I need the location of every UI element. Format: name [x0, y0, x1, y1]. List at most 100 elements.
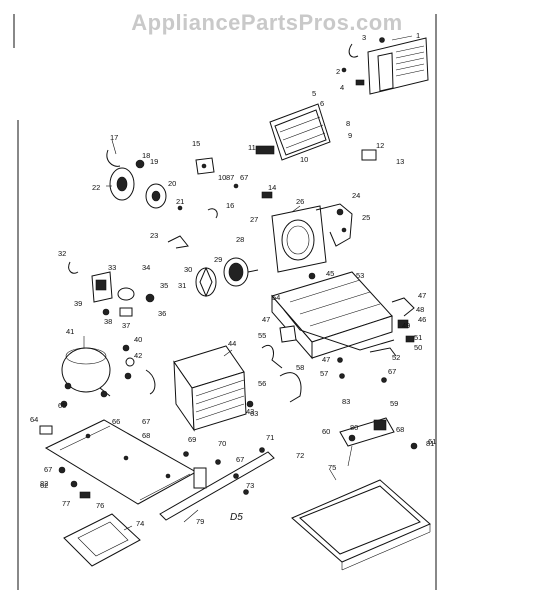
callout-30: 30 — [184, 265, 192, 274]
callout-52: 52 — [392, 353, 400, 362]
callout-18: 18 — [142, 151, 150, 160]
callout-67b: 67 — [240, 173, 248, 182]
callout-77: 77 — [62, 499, 70, 508]
callout-57: 57 — [320, 369, 328, 378]
callout-6: 6 — [320, 99, 324, 108]
callout-81: 81 — [426, 439, 434, 448]
bracket-15-part — [195, 157, 215, 175]
callout-20: 20 — [168, 179, 176, 188]
callout-44: 44 — [228, 339, 236, 348]
callout-66: 66 — [112, 417, 120, 426]
leader-lines — [83, 35, 413, 531]
callout-70: 70 — [218, 439, 226, 448]
callout-34: 34 — [142, 263, 150, 272]
callout-36: 36 — [158, 309, 166, 318]
callout-13: 13 — [396, 157, 404, 166]
callout-80: 80 — [350, 423, 358, 432]
callout-74: 74 — [136, 519, 144, 528]
callout-19: 19 — [150, 157, 158, 166]
callout-56: 56 — [258, 379, 266, 388]
clips-part — [167, 149, 377, 249]
callout-69: 69 — [188, 435, 196, 444]
callout-43: 43 — [246, 407, 254, 416]
start-relay-part — [68, 261, 155, 317]
callout-41: 41 — [66, 327, 74, 336]
callout-labels: 1 2 3 4 5 6 8 9 10 10 11 12 13 14 15 16 … — [30, 31, 436, 528]
switch-parts — [337, 297, 415, 383]
callout-60: 60 — [322, 427, 330, 436]
callout-58: 58 — [296, 363, 304, 372]
callout-35: 35 — [160, 281, 168, 290]
callout-47a: 47 — [418, 291, 426, 300]
callout-49: 49 — [402, 321, 410, 330]
ice-bin-part — [291, 479, 431, 571]
callout-25: 25 — [362, 213, 370, 222]
callout-1: 1 — [416, 31, 420, 40]
callout-82: 82 — [40, 479, 48, 488]
callout-39: 39 — [74, 299, 82, 308]
base-pan-part — [44, 419, 198, 505]
heater-bar-part — [279, 272, 395, 351]
callout-48: 48 — [416, 305, 424, 314]
callout-33: 33 — [108, 263, 116, 272]
callout-67c: 67 — [388, 367, 396, 376]
callout-5: 5 — [312, 89, 316, 98]
drip-tray-part — [63, 513, 141, 567]
callout-31: 31 — [178, 281, 186, 290]
callout-61: 61 — [428, 437, 436, 446]
callout-67a: 67 — [142, 417, 150, 426]
callout-28: 28 — [236, 235, 244, 244]
callout-51: 51 — [414, 333, 422, 342]
callout-72: 72 — [296, 451, 304, 460]
callout-47b: 47 — [262, 315, 270, 324]
wire-harness-part — [348, 43, 359, 58]
callout-37: 37 — [122, 321, 130, 330]
callout-42: 42 — [134, 351, 142, 360]
callout-29: 29 — [214, 255, 222, 264]
fan-shroud-part — [271, 205, 327, 273]
callout-38: 38 — [104, 317, 112, 326]
condenser-coil-part — [173, 345, 254, 432]
ice-maker-mold-part — [271, 271, 393, 360]
callout-79: 79 — [196, 517, 204, 526]
callout-53: 53 — [356, 271, 364, 280]
callout-59: 59 — [390, 399, 398, 408]
callout-40: 40 — [134, 335, 142, 344]
bracket-25-part — [315, 203, 353, 247]
callout-75: 75 — [328, 463, 336, 472]
callout-63: 63 — [250, 409, 258, 418]
fan-motor-part — [195, 257, 259, 298]
section-code-label: D5 — [230, 512, 243, 523]
callout-21: 21 — [176, 197, 184, 206]
callout-87: 87 — [226, 173, 234, 182]
support-rail-part — [159, 447, 275, 521]
water-valve-part — [339, 417, 418, 450]
callout-65: 65 — [58, 401, 66, 410]
callout-10a: 10 — [300, 155, 308, 164]
drain-tube-part — [261, 344, 302, 403]
callout-17: 17 — [110, 133, 118, 142]
callout-55: 55 — [258, 331, 266, 340]
callout-23: 23 — [150, 231, 158, 240]
callout-8: 8 — [346, 119, 350, 128]
callout-12: 12 — [376, 141, 384, 150]
louver-panel-part — [367, 37, 429, 95]
condenser-fan-part — [106, 149, 167, 209]
callout-46: 46 — [418, 315, 426, 324]
callout-54: 54 — [272, 293, 280, 302]
callout-73: 73 — [246, 481, 254, 490]
callout-67d: 67 — [236, 455, 244, 464]
callout-62: 62 — [40, 481, 48, 490]
callout-14: 14 — [268, 183, 276, 192]
callout-50: 50 — [414, 343, 422, 352]
callout-67e: 67 — [44, 465, 52, 474]
callout-68a: 68 — [142, 431, 150, 440]
callout-64: 64 — [30, 415, 38, 424]
grommets-part — [122, 344, 156, 395]
callout-16: 16 — [226, 201, 234, 210]
callout-26: 26 — [296, 197, 304, 206]
callout-32: 32 — [58, 249, 66, 258]
callout-24: 24 — [352, 191, 360, 200]
feet-part — [39, 400, 91, 499]
